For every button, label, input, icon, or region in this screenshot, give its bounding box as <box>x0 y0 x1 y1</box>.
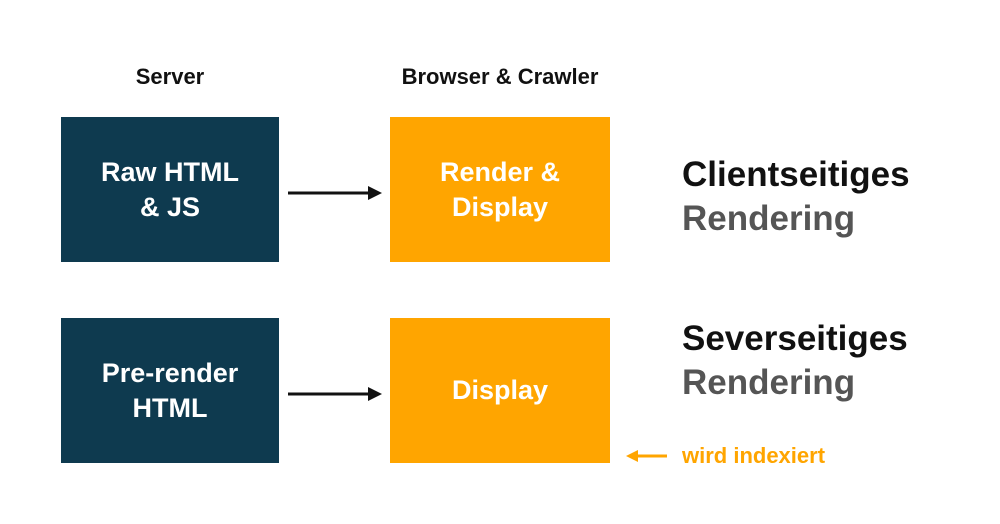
render-display-box-line2: Display <box>451 191 549 222</box>
indexed-note-text: wird indexiert <box>682 443 826 468</box>
server-side-label-line1: Severseitiges <box>682 319 908 358</box>
raw-html-box-line2: & JS <box>139 191 201 222</box>
arrow-left-icon <box>626 450 667 462</box>
render-display-box-line1: Render & <box>439 156 561 187</box>
client-side-label-line2: Rendering <box>682 199 856 238</box>
column-header-browser: Browser & Crawler <box>401 64 599 89</box>
render-display-box: Render & Display <box>390 117 610 262</box>
raw-html-box-line1: Raw HTML <box>101 156 239 187</box>
pre-render-html-box: Pre-render HTML <box>61 318 279 463</box>
indexed-note: wird indexiert <box>626 440 825 472</box>
server-side-label-line2: Rendering <box>682 363 856 402</box>
display-box-label: Display <box>451 375 549 405</box>
arrow-right-icon <box>288 186 382 200</box>
client-side-rendering-label: Clientseitiges Rendering <box>682 153 910 241</box>
display-box: Display <box>390 318 610 463</box>
pre-render-box-line1: Pre-render <box>101 357 239 388</box>
pre-render-box-line2: HTML <box>132 392 208 423</box>
server-side-rendering-label: Severseitiges Rendering <box>682 317 908 405</box>
client-side-label-line1: Clientseitiges <box>682 155 910 194</box>
raw-html-box: Raw HTML & JS <box>61 117 279 262</box>
arrow-right-icon <box>288 387 382 401</box>
column-header-server: Server <box>135 64 205 89</box>
